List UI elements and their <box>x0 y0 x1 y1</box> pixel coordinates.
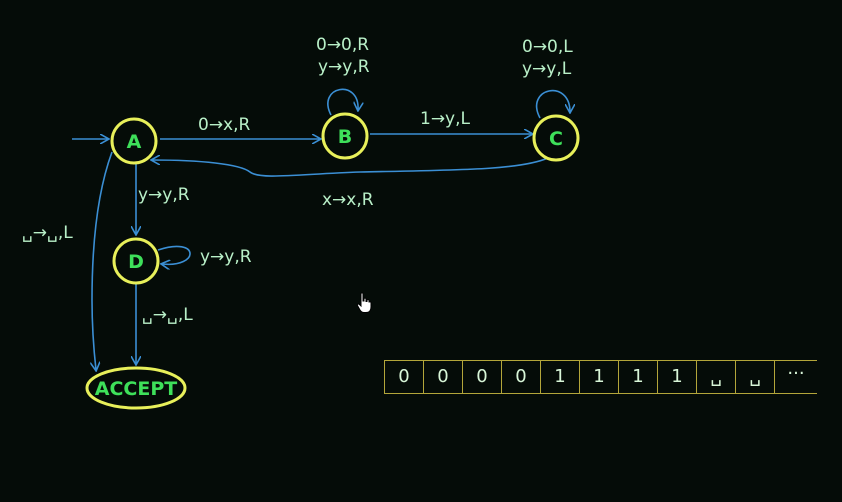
edge-c-loop <box>535 89 570 119</box>
state-c-label: C <box>549 128 563 150</box>
label-d-to-accept: ␣→␣,L <box>142 305 193 325</box>
label-c-loop-2: y→y,L <box>522 59 572 79</box>
state-accept: ACCEPT <box>85 366 187 410</box>
label-b-to-c: 1→y,L <box>420 109 471 129</box>
tape-cell: 0 <box>385 361 424 393</box>
tape-cell: ␣ <box>697 361 736 393</box>
state-d-label: D <box>128 251 144 273</box>
label-a-to-b: 0→x,R <box>198 115 251 135</box>
edge-d-loop <box>157 245 191 264</box>
edge-a-to-accept <box>92 151 113 370</box>
state-a-label: A <box>127 131 142 153</box>
label-a-to-accept: ␣→␣,L <box>22 223 73 243</box>
tape-cell: 0 <box>463 361 502 393</box>
state-b: B <box>321 112 369 160</box>
state-c: C <box>532 114 580 162</box>
state-d: D <box>112 237 160 285</box>
label-b-loop-1: 0→0,R <box>316 35 369 55</box>
tape-cell: ␣ <box>736 361 775 393</box>
tape-cell: 1 <box>541 361 580 393</box>
state-a: A <box>110 117 158 165</box>
tape-cell: 1 <box>658 361 697 393</box>
tape-cell: 1 <box>580 361 619 393</box>
hand-pointer-icon <box>356 292 372 313</box>
label-c-to-a: x→x,R <box>322 190 374 210</box>
state-accept-label: ACCEPT <box>95 378 177 400</box>
state-b-label: B <box>338 126 352 148</box>
tape-ellipsis: ··· <box>787 363 805 384</box>
tape-cell: 0 <box>502 361 541 393</box>
label-a-to-d: y→y,R <box>138 185 190 205</box>
label-c-loop-1: 0→0,L <box>522 37 573 57</box>
label-b-loop-2: y→y,R <box>318 57 370 77</box>
label-d-loop: y→y,R <box>200 247 252 267</box>
edge-c-to-a <box>152 158 549 177</box>
tape: 0 0 0 0 1 1 1 1 ␣ ␣ ··· <box>384 360 817 394</box>
tape-cell: 0 <box>424 361 463 393</box>
edge-b-loop <box>327 88 358 116</box>
tape-cell: 1 <box>619 361 658 393</box>
